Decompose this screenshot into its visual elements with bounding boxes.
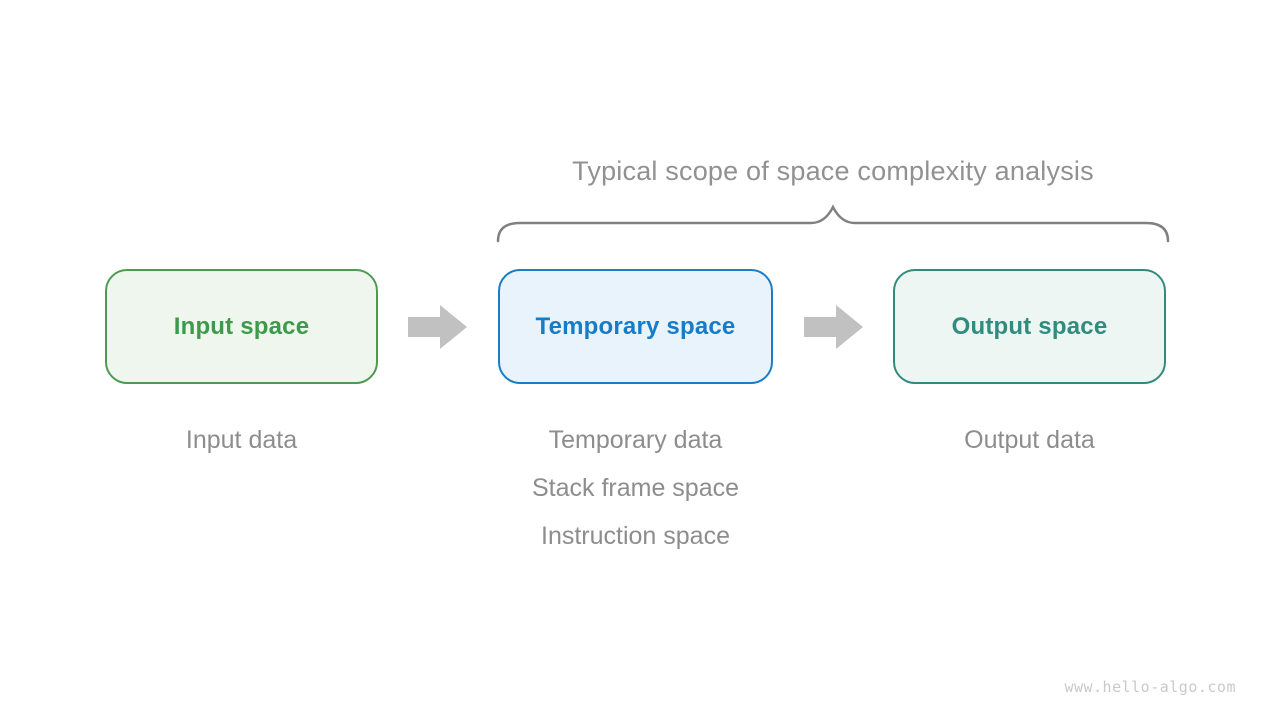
node-temporary-space: Temporary space bbox=[498, 269, 773, 384]
scope-title: Typical scope of space complexity analys… bbox=[572, 156, 1094, 186]
node-output-space: Output space bbox=[893, 269, 1166, 384]
right-arrow-icon bbox=[408, 305, 467, 349]
node-input-space-label: Input space bbox=[173, 312, 310, 340]
site-watermark: www.hello-algo.com bbox=[1064, 678, 1236, 696]
node-output-space-label: Output space bbox=[951, 312, 1108, 340]
note-stack-frame-space: Stack frame space bbox=[531, 474, 740, 502]
right-arrow-icon bbox=[804, 305, 863, 349]
temporary-space-notes: Temporary data Stack frame space Instruc… bbox=[498, 416, 773, 560]
curly-brace-icon bbox=[496, 204, 1170, 243]
note-instruction-space: Instruction space bbox=[541, 522, 730, 550]
note-output-data: Output data bbox=[964, 426, 1095, 454]
output-space-notes: Output data bbox=[893, 416, 1166, 464]
node-input-space: Input space bbox=[105, 269, 378, 384]
input-space-notes: Input data bbox=[105, 416, 378, 464]
note-temporary-data: Temporary data bbox=[548, 426, 723, 454]
note-input-data: Input data bbox=[185, 426, 298, 454]
node-temporary-space-label: Temporary space bbox=[535, 312, 736, 340]
